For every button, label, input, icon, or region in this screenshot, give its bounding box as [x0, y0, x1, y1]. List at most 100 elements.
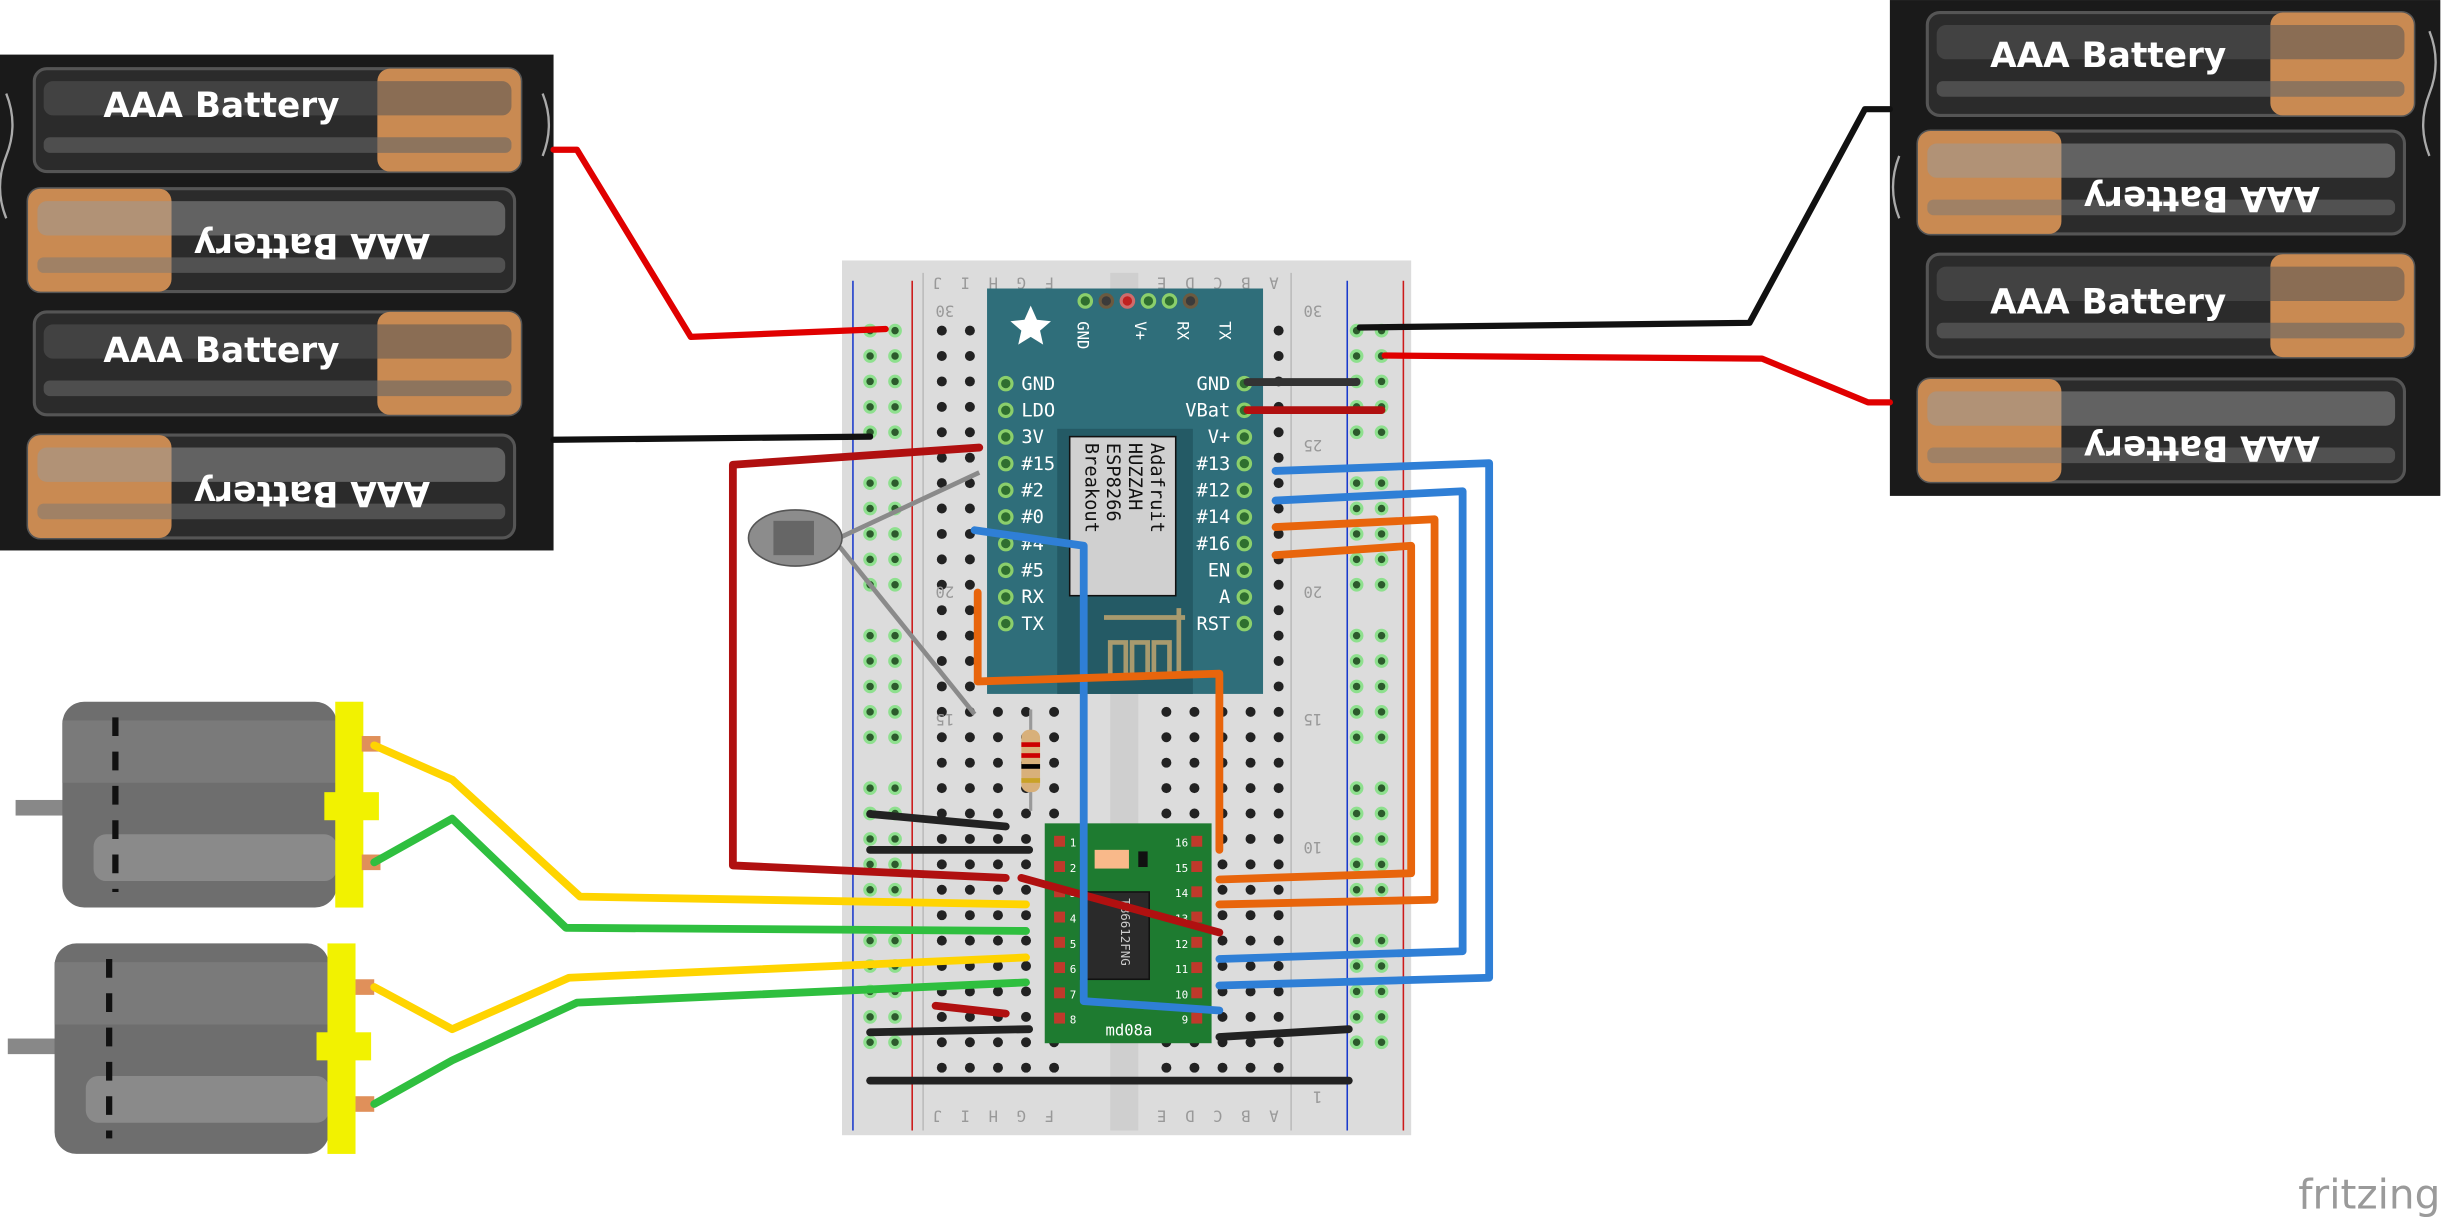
rail-hole[interactable] [1374, 704, 1389, 719]
rail-hole[interactable] [888, 679, 902, 694]
pin[interactable] [997, 562, 1014, 579]
breadboard-hole[interactable] [1273, 452, 1284, 463]
breadboard-hole[interactable] [1273, 681, 1284, 692]
breadboard-hole[interactable] [992, 986, 1003, 997]
breadboard-hole[interactable] [1245, 859, 1256, 870]
breadboard-hole[interactable] [964, 757, 975, 768]
rail-hole[interactable] [888, 425, 902, 440]
breadboard-hole[interactable] [1161, 808, 1172, 819]
breadboard-hole[interactable] [1245, 757, 1256, 768]
rail-hole[interactable] [1374, 730, 1389, 745]
breadboard-hole[interactable] [1273, 630, 1284, 641]
breadboard-hole[interactable] [1273, 478, 1284, 489]
wire-yellow-motor1[interactable] [370, 741, 1030, 909]
breadboard-hole[interactable] [964, 351, 975, 362]
breadboard-hole[interactable] [1021, 859, 1032, 870]
pin[interactable] [997, 455, 1014, 472]
breadboard-hole[interactable] [936, 808, 947, 819]
pin[interactable] [997, 402, 1014, 419]
wire-red-jumper[interactable] [931, 1001, 1010, 1018]
breadboard-hole[interactable] [1189, 1062, 1200, 1073]
driver-pin[interactable] [1191, 911, 1203, 923]
pin[interactable] [997, 589, 1014, 605]
breadboard-hole[interactable] [964, 1062, 975, 1073]
rail-hole[interactable] [863, 399, 877, 414]
breadboard-hole[interactable] [936, 325, 947, 336]
breadboard-hole[interactable] [964, 605, 975, 616]
breadboard-hole[interactable] [992, 706, 1003, 717]
breadboard-hole[interactable] [1021, 1011, 1032, 1022]
photo-sensor[interactable] [747, 470, 981, 716]
wire-blue-pin12[interactable] [1215, 487, 1467, 963]
breadboard-hole[interactable] [1273, 833, 1284, 844]
breadboard-hole[interactable] [1273, 910, 1284, 921]
breadboard-hole[interactable] [936, 732, 947, 743]
breadboard-hole[interactable] [964, 1037, 975, 1048]
breadboard-hole[interactable] [1273, 605, 1284, 616]
breadboard-hole[interactable] [964, 910, 975, 921]
wire-black-left-battery[interactable] [550, 433, 874, 443]
breadboard-hole[interactable] [1189, 783, 1200, 794]
rail-hole[interactable] [1349, 704, 1364, 719]
breadboard-hole[interactable] [1273, 427, 1284, 438]
pin[interactable] [1236, 562, 1253, 579]
breadboard-hole[interactable] [964, 630, 975, 641]
battery-pack-right[interactable]: AAA Battery AAA Battery AAA Battery AAA … [1889, 0, 2441, 496]
rail-hole[interactable] [1349, 628, 1364, 643]
rail-hole[interactable] [888, 933, 902, 948]
rail-hole[interactable] [1349, 476, 1364, 490]
breadboard-hole[interactable] [936, 630, 947, 641]
breadboard-hole[interactable] [1245, 732, 1256, 743]
breadboard-hole[interactable] [1217, 961, 1228, 972]
resistor[interactable] [1021, 709, 1041, 811]
wire-red-driver[interactable] [1017, 874, 1224, 937]
breadboard-hole[interactable] [1189, 706, 1200, 717]
breadboard-hole[interactable] [1273, 528, 1284, 539]
breadboard-hole[interactable] [936, 681, 947, 692]
rail-hole[interactable] [863, 730, 877, 745]
breadboard-hole[interactable] [992, 1037, 1003, 1048]
rail-hole[interactable] [863, 527, 877, 541]
breadboard-hole[interactable] [936, 605, 947, 616]
breadboard-hole[interactable] [1245, 1037, 1256, 1048]
breadboard-hole[interactable] [936, 935, 947, 946]
rail-hole[interactable] [863, 628, 877, 643]
breadboard-hole[interactable] [1273, 325, 1284, 336]
rail-hole[interactable] [863, 476, 877, 490]
breadboard-hole[interactable] [964, 681, 975, 692]
breadboard-hole[interactable] [1217, 859, 1228, 870]
rail-hole[interactable] [863, 1009, 877, 1024]
pin[interactable] [997, 482, 1014, 499]
breadboard-hole[interactable] [1049, 1062, 1060, 1073]
dc-motor-2[interactable] [7, 943, 375, 1154]
breadboard-hole[interactable] [1273, 1011, 1284, 1022]
rail-hole[interactable] [888, 399, 902, 414]
rail-hole[interactable] [1374, 654, 1389, 668]
breadboard-hole[interactable] [1245, 961, 1256, 972]
rail-hole[interactable] [888, 628, 902, 643]
rail-hole[interactable] [863, 552, 877, 567]
breadboard-hole[interactable] [992, 935, 1003, 946]
breadboard-hole[interactable] [964, 808, 975, 819]
breadboard-hole[interactable] [1161, 706, 1172, 717]
rail-hole[interactable] [888, 654, 902, 668]
pin[interactable] [997, 509, 1014, 525]
driver-pin[interactable] [1191, 861, 1203, 872]
rail-hole[interactable] [888, 349, 902, 363]
rail-hole[interactable] [863, 654, 877, 668]
breadboard-hole[interactable] [1189, 808, 1200, 819]
rail-hole[interactable] [1374, 882, 1389, 897]
wire-green-motor2[interactable] [370, 978, 1030, 1108]
rail-hole[interactable] [1374, 628, 1389, 643]
rail-hole[interactable] [1374, 857, 1389, 872]
rail-hole[interactable] [1349, 857, 1364, 872]
pin[interactable] [1236, 589, 1253, 605]
breadboard-hole[interactable] [1021, 1062, 1032, 1073]
rail-hole[interactable] [888, 323, 902, 338]
breadboard-hole[interactable] [964, 554, 975, 565]
breadboard-hole[interactable] [1273, 757, 1284, 768]
breadboard-hole[interactable] [964, 884, 975, 895]
breadboard-hole[interactable] [936, 706, 947, 717]
breadboard-hole[interactable] [992, 910, 1003, 921]
rail-hole[interactable] [1349, 882, 1364, 897]
